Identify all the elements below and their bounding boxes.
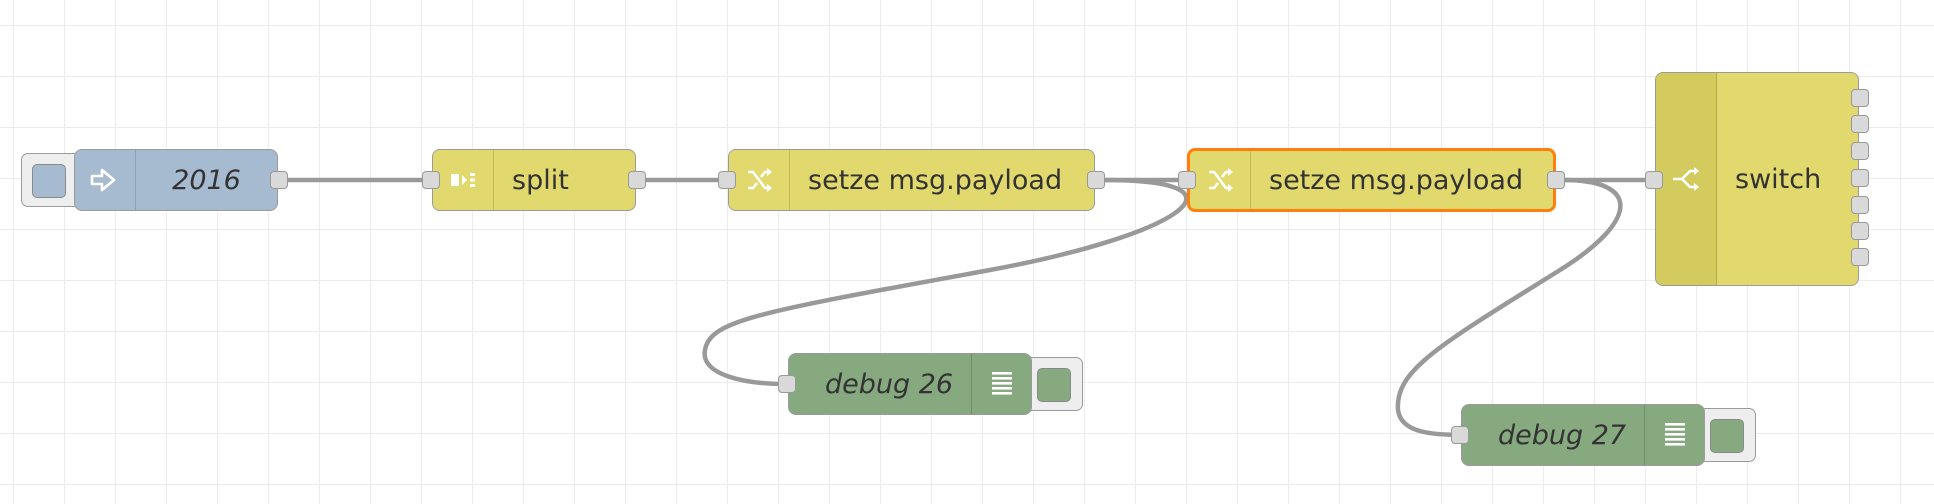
switch-output-port[interactable] — [1851, 142, 1869, 160]
inject-node-label: 2016 — [172, 164, 241, 196]
switch-output-port[interactable] — [1851, 115, 1869, 133]
switch-output-port[interactable] — [1851, 222, 1869, 240]
shuffle-icon — [729, 150, 790, 210]
wire-change2-debug27[interactable] — [1395, 177, 1623, 438]
split-node[interactable]: split — [422, 149, 646, 211]
switch-node[interactable]: switch — [1645, 72, 1869, 286]
change-node-1[interactable]: setze msg.payload — [718, 149, 1105, 211]
switch-input-port[interactable] — [1645, 171, 1663, 189]
split-icon — [433, 150, 494, 210]
split-node-label: split — [512, 164, 569, 196]
inject-trigger-button[interactable] — [21, 153, 81, 207]
debug-26-input-port[interactable] — [778, 375, 796, 393]
wire-change1-debug26[interactable] — [702, 177, 1189, 387]
switch-icon — [1656, 73, 1717, 285]
switch-output-port[interactable] — [1851, 196, 1869, 214]
debug-26-toggle-button[interactable] — [1024, 357, 1083, 411]
switch-output-port[interactable] — [1851, 169, 1869, 187]
change-2-output-port[interactable] — [1547, 171, 1565, 189]
split-output-port[interactable] — [628, 171, 646, 189]
debug-node-27[interactable]: debug 27 — [1451, 404, 1705, 466]
change-node-2-label: setze msg.payload — [1269, 164, 1524, 196]
debug-list-icon — [971, 354, 1032, 414]
inject-output-port[interactable] — [270, 171, 288, 189]
change-2-input-port[interactable] — [1178, 171, 1196, 189]
switch-node-label: switch — [1735, 163, 1822, 195]
debug-node-26-label: debug 26 — [825, 368, 954, 400]
shuffle-icon — [1190, 151, 1251, 209]
inject-node[interactable]: 2016 — [74, 149, 288, 211]
debug-node-26[interactable]: debug 26 — [778, 353, 1032, 415]
debug-27-input-port[interactable] — [1451, 426, 1469, 444]
change-node-2[interactable]: setze msg.payload — [1178, 148, 1565, 212]
debug-list-icon — [1644, 405, 1705, 465]
inject-arrow-icon — [75, 150, 136, 210]
switch-output-port[interactable] — [1851, 248, 1869, 266]
change-1-output-port[interactable] — [1087, 171, 1105, 189]
debug-node-27-label: debug 27 — [1498, 419, 1627, 451]
change-1-input-port[interactable] — [718, 171, 736, 189]
split-input-port[interactable] — [422, 171, 440, 189]
change-node-1-label: setze msg.payload — [808, 164, 1063, 196]
debug-27-toggle-button[interactable] — [1697, 408, 1756, 462]
switch-output-port[interactable] — [1851, 89, 1869, 107]
